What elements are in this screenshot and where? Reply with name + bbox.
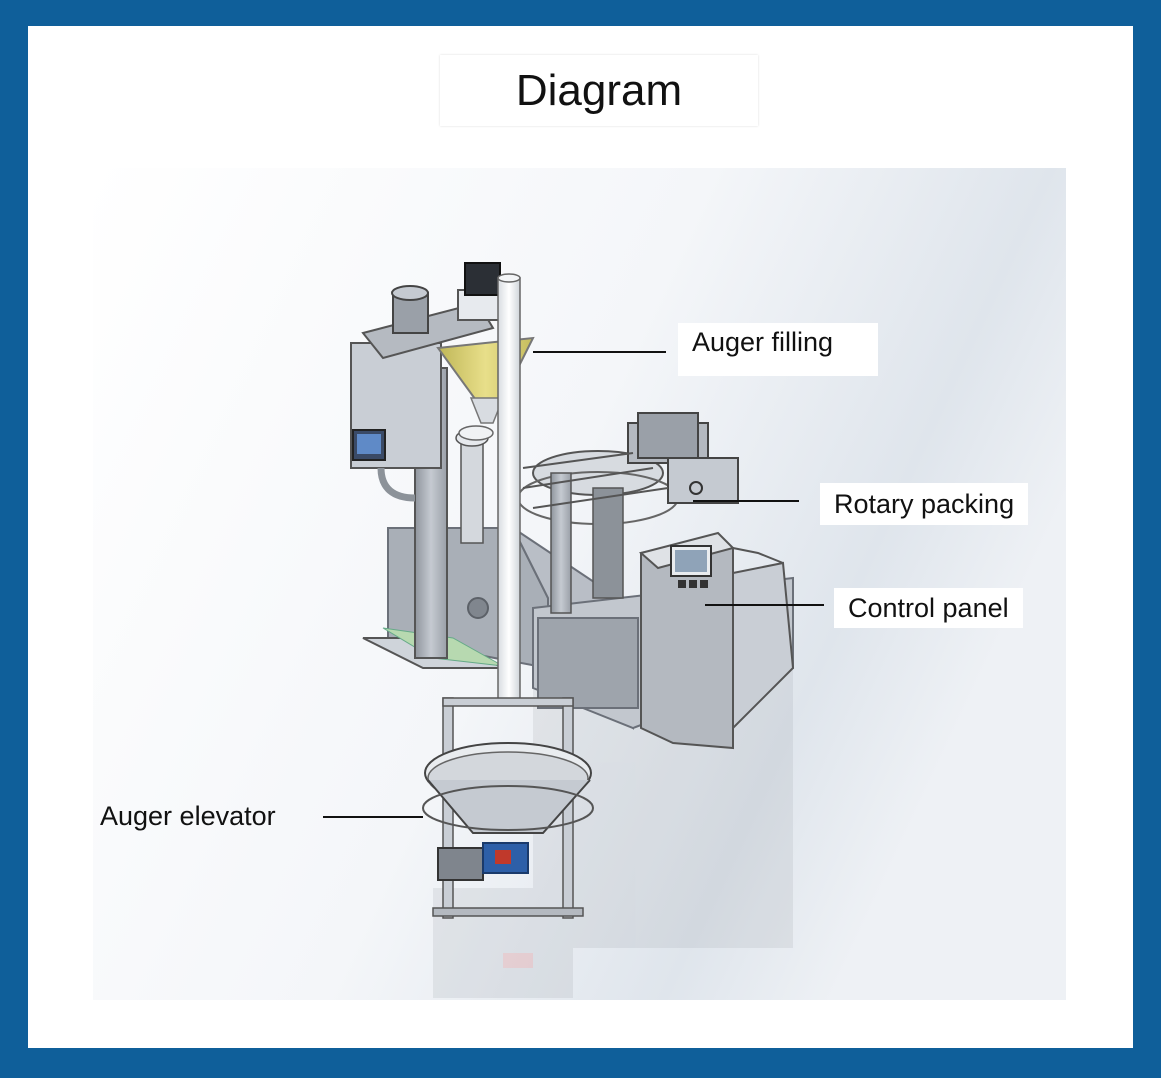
machine-illustration: [93, 168, 1066, 1000]
label-control-panel-text: Control panel: [848, 593, 1009, 623]
label-auger-filling-text: Auger filling: [692, 327, 834, 357]
label-rotary-packing-text: Rotary packing: [834, 489, 1015, 519]
label-rotary-packing: Rotary packing: [820, 483, 1029, 525]
label-auger-elevator: Auger elevator: [86, 796, 290, 836]
title-box: Diagram: [440, 55, 758, 126]
auger-filler-assembly: [350, 262, 535, 669]
auger-tube: [497, 273, 521, 704]
auger-elevator-hopper: [422, 697, 594, 919]
leader-lines: [323, 351, 824, 818]
label-auger-elevator-text: Auger elevator: [100, 801, 276, 831]
label-control-panel: Control panel: [834, 588, 1023, 628]
diagram-title: Diagram: [515, 66, 683, 115]
label-auger-filling: Auger filling: [678, 323, 878, 376]
